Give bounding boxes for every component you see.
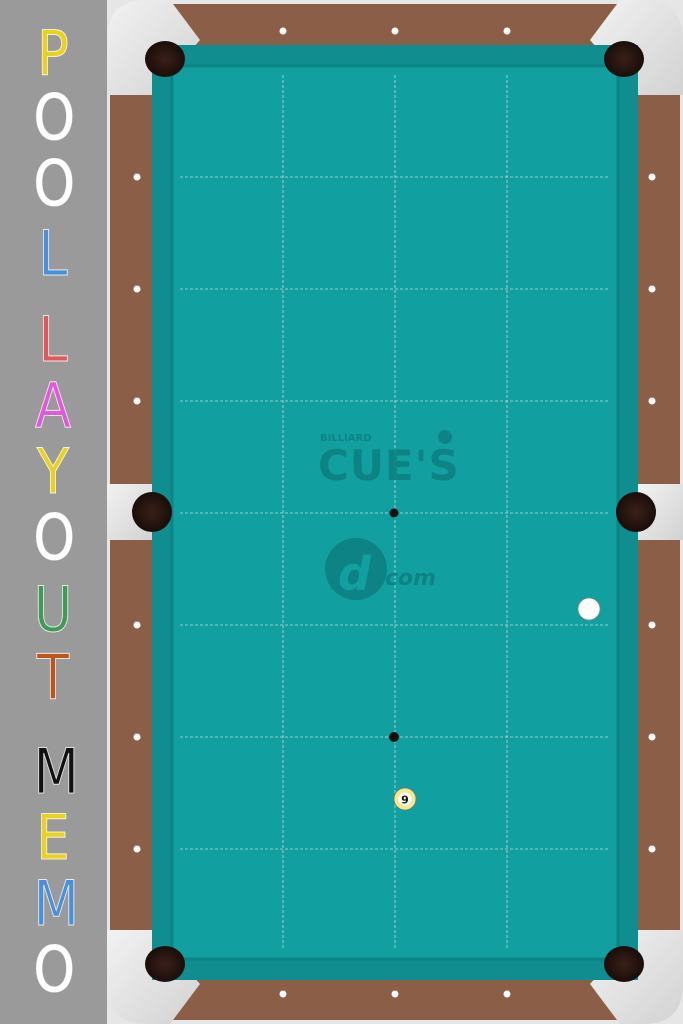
logo-sub-text: com	[385, 566, 436, 591]
title-letter-2: O	[33, 147, 75, 220]
center-spot	[389, 508, 399, 518]
nine-ball-number: 9	[401, 794, 409, 807]
logo-d-icon: d	[338, 547, 372, 601]
title-letter-5: A	[34, 369, 72, 442]
pocket-side-right	[616, 492, 656, 532]
title-letter-1: O	[33, 81, 75, 154]
title-letter-11: E	[36, 801, 70, 874]
rail-diamonds	[133, 27, 656, 998]
foot-spot	[389, 732, 399, 742]
title-letter-13: O	[33, 933, 75, 1006]
pocket-top-left	[145, 41, 185, 77]
logo-small-text: BILLIARD	[320, 433, 372, 444]
title-letter-10: M	[33, 735, 79, 808]
logo-dot-icon	[438, 430, 452, 444]
pocket-bottom-left	[145, 946, 185, 982]
title-letter-8: U	[33, 573, 73, 646]
nine-ball[interactable]: 9	[393, 787, 417, 811]
title-letter-12: M	[33, 867, 79, 940]
watermark-logo: BILLIARD CUE'S d com	[318, 430, 460, 601]
title-letter-4: L	[38, 303, 68, 376]
title-letter-6: Y	[36, 435, 70, 508]
pocket-top-right	[604, 41, 644, 77]
title-sidebar	[0, 0, 107, 1024]
pocket-side-left	[132, 492, 172, 532]
logo-main-text: CUE'S	[318, 441, 460, 490]
title-letter-0: P	[37, 17, 70, 90]
title-letter-7: O	[33, 501, 75, 574]
pocket-bottom-right	[604, 946, 644, 982]
cue-ball[interactable]	[577, 597, 601, 621]
title-letter-3: L	[38, 217, 68, 290]
pockets	[132, 41, 656, 982]
title-letter-9: T	[36, 641, 70, 714]
logo-circle-icon	[325, 538, 387, 600]
